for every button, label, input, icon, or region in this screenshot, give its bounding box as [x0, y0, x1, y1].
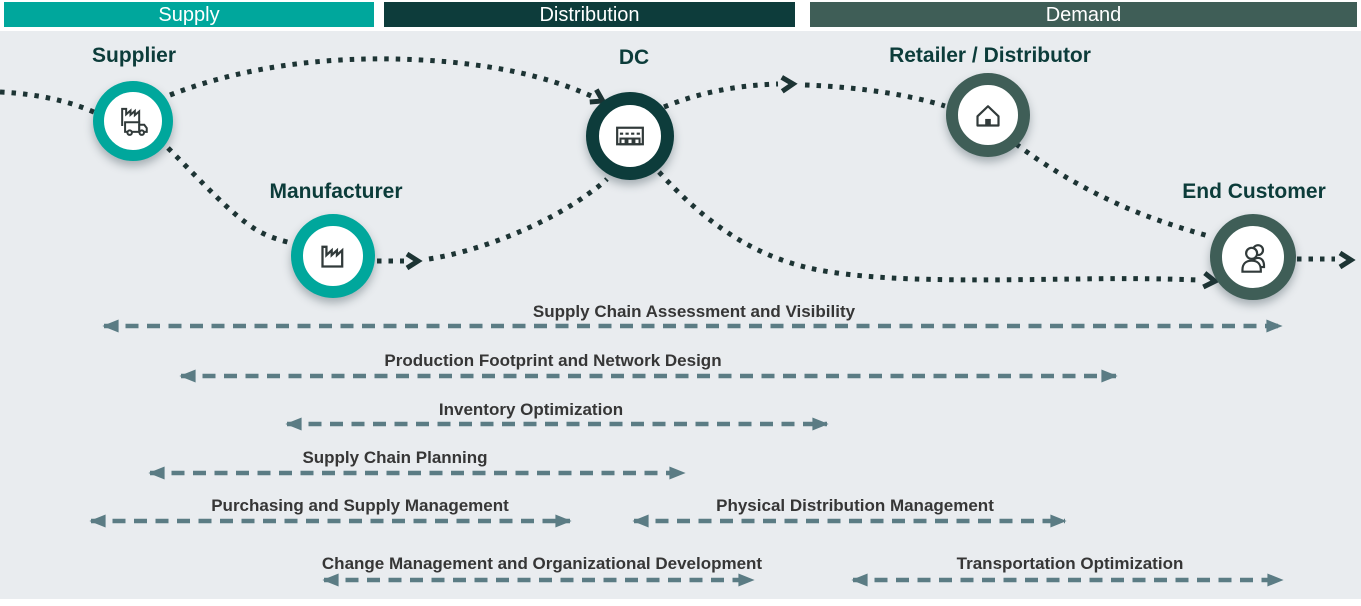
header-segment-demand-label: Demand	[1045, 3, 1122, 26]
people-icon	[1241, 244, 1266, 273]
header-segment-demand: Demand	[810, 2, 1357, 27]
header-segment-distribution-label: Distribution	[539, 3, 640, 26]
service-label-planning: Supply Chain Planning	[302, 448, 488, 467]
node-manufacturer-circle	[291, 214, 375, 298]
warehouse-icon	[616, 126, 644, 146]
diagram-panel	[0, 31, 1361, 599]
service-label-change-management: Change Management and Organizational Dev…	[321, 554, 763, 573]
node-label-supplier: Supplier	[91, 44, 177, 67]
header-segment-supply-label: Supply	[158, 3, 220, 26]
node-label-manufacturer: Manufacturer	[269, 180, 403, 203]
node-label-endcustomer: End Customer	[1182, 180, 1326, 203]
node-label-retailer: Retailer / Distributor	[889, 44, 1091, 67]
node-label-dc: DC	[618, 46, 650, 69]
service-label-assessment: Supply Chain Assessment and Visibility	[532, 302, 856, 321]
node-endcustomer-circle	[1210, 214, 1296, 300]
node-dc-circle	[586, 92, 674, 180]
service-label-inventory: Inventory Optimization	[438, 400, 624, 419]
header-segment-distribution: Distribution	[384, 2, 795, 27]
header-segment-supply: Supply	[4, 2, 374, 27]
service-label-footprint: Production Footprint and Network Design	[384, 351, 722, 370]
house-icon	[976, 105, 1000, 127]
service-label-transportation: Transportation Optimization	[956, 554, 1184, 573]
node-retailer-circle	[946, 73, 1030, 157]
factory-icon	[321, 245, 344, 268]
node-supplier-circle	[93, 81, 173, 161]
factory-truck-icon	[121, 107, 148, 136]
service-label-physical-distribution: Physical Distribution Management	[716, 496, 994, 515]
service-label-purchasing: Purchasing and Supply Management	[211, 496, 509, 515]
